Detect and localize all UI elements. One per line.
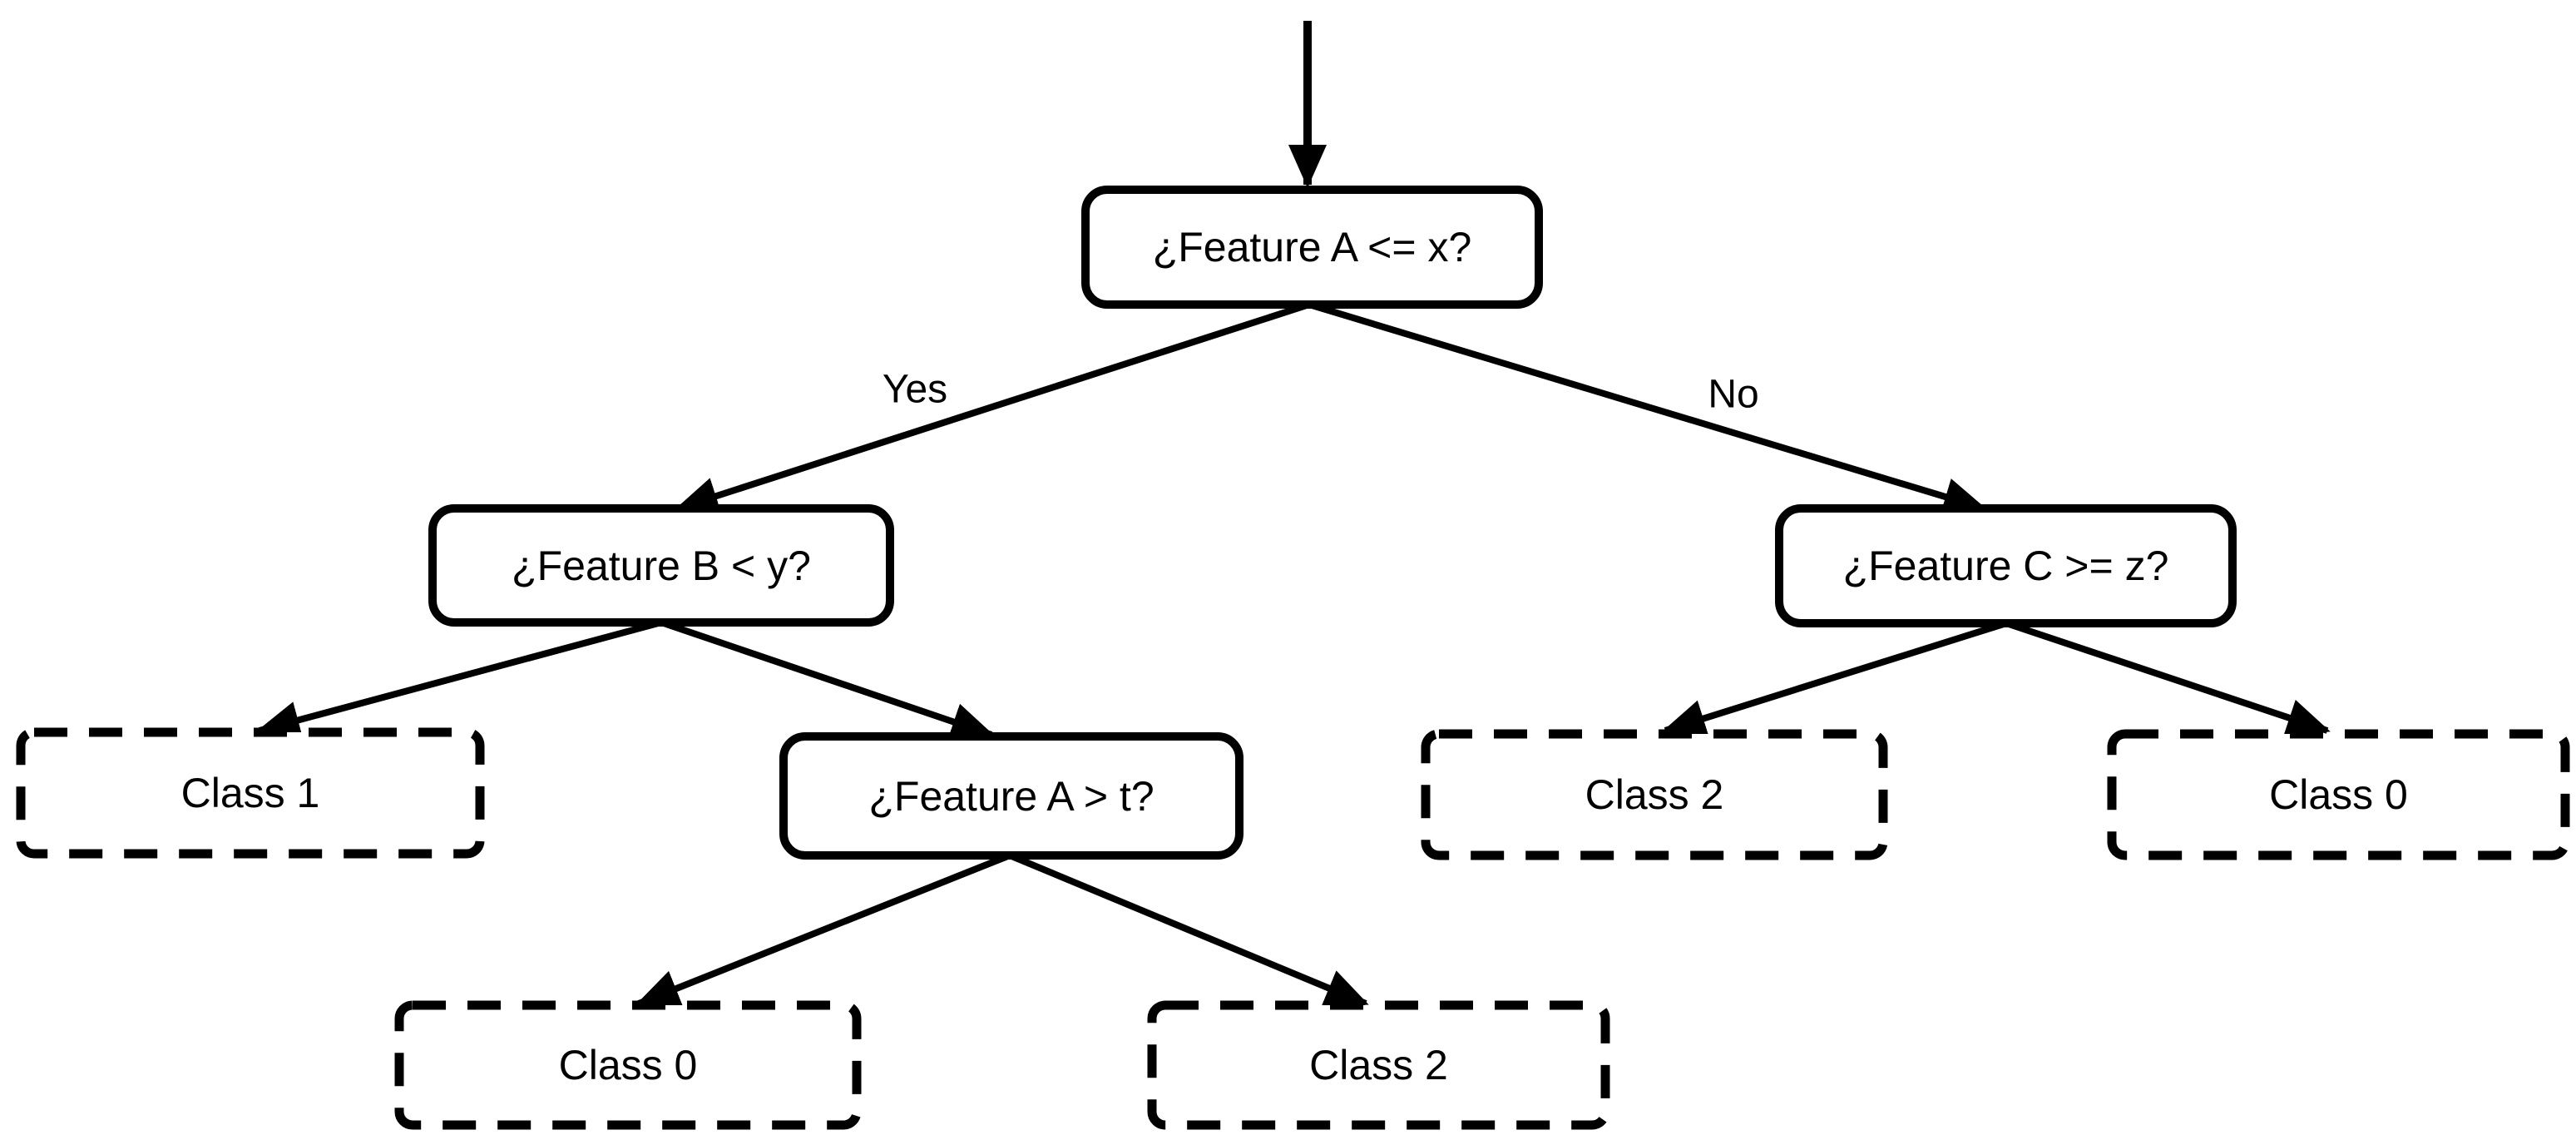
leaf-box-class0-bottom	[394, 1000, 862, 1130]
node-box-feature-c	[1775, 504, 2237, 627]
edge-feature-a-t-to-class0	[635, 852, 1011, 1007]
edge-root-to-feature-c-no	[1308, 301, 1987, 516]
edge-feature-b-to-feature-a-t	[660, 619, 995, 741]
node-box-feature-b	[428, 504, 894, 627]
edge-root-to-feature-b-yes	[675, 301, 1311, 515]
edge-feature-b-to-class1	[256, 619, 663, 739]
edge-feature-c-to-class0	[2005, 620, 2331, 736]
leaf-box-class0-right	[2107, 729, 2570, 860]
leaf-box-class2-bottom	[1147, 1000, 1610, 1130]
edge-feature-c-to-class2	[1662, 620, 2008, 737]
leaf-box-class1-left	[16, 727, 485, 859]
leaf-box-class2-right	[1421, 729, 1888, 860]
node-box-feature-a-t	[779, 732, 1244, 860]
edge-feature-a-t-to-class2	[1008, 852, 1369, 1007]
node-box-root	[1081, 186, 1543, 309]
